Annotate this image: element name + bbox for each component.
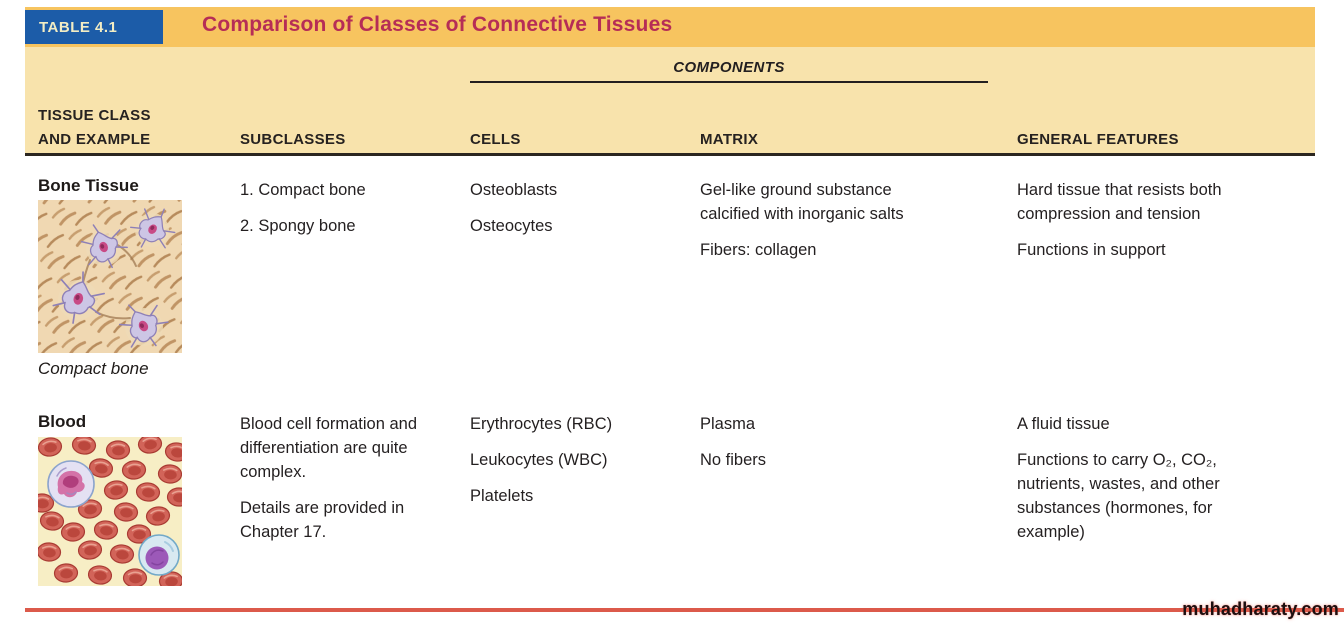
watermark-text: muhadharaty.com bbox=[1182, 599, 1339, 619]
table-number-badge: TABLE 4.1 bbox=[25, 10, 163, 44]
blood-cell-item: Leukocytes (WBC) bbox=[470, 451, 608, 469]
column-header-general-features: GENERAL FEATURES bbox=[1017, 131, 1179, 148]
compact-bone-illustration bbox=[38, 200, 182, 353]
blood-features-cell: A fluid tissue Functions to carry O₂, CO… bbox=[1017, 412, 1275, 544]
column-header-subclasses: SUBCLASSES bbox=[240, 131, 346, 148]
blood-subclass-item: Blood cell formation and differentiation… bbox=[240, 415, 418, 481]
bone-features-cell: Hard tissue that resists both compressio… bbox=[1017, 178, 1275, 262]
bone-matrix-item: Gel-like ground substance calcified with… bbox=[700, 181, 904, 223]
bone-subclass-item: 2. Spongy bone bbox=[240, 217, 356, 235]
footer-red-rule bbox=[25, 608, 1344, 612]
bone-feature-item: Functions in support bbox=[1017, 241, 1166, 259]
row-title-bone-tissue: Bone Tissue bbox=[38, 176, 139, 195]
blood-subclasses-cell: Blood cell formation and differentiation… bbox=[240, 412, 428, 544]
leukocyte-cell bbox=[47, 460, 95, 508]
blood-smear-illustration bbox=[38, 437, 182, 586]
bone-matrix-cell: Gel-like ground substance calcified with… bbox=[700, 178, 948, 262]
components-group-header: COMPONENTS bbox=[673, 59, 785, 76]
bone-cells-cell: Osteoblasts Osteocytes bbox=[470, 178, 685, 238]
leukocyte-cell bbox=[138, 534, 180, 576]
blood-feature-item: A fluid tissue bbox=[1017, 415, 1110, 433]
row-title-blood: Blood bbox=[38, 412, 87, 431]
column-header-matrix: MATRIX bbox=[700, 131, 759, 148]
components-underline bbox=[470, 81, 988, 83]
table-number-label: TABLE 4.1 bbox=[39, 18, 118, 36]
bone-subclass-item: 1. Compact bone bbox=[240, 181, 366, 199]
blood-cells-cell: Erythrocytes (RBC) Leukocytes (WBC) Plat… bbox=[470, 412, 685, 508]
blood-feature-item: Functions to carry O₂, CO₂, nutrients, w… bbox=[1017, 451, 1220, 541]
blood-matrix-item: No fibers bbox=[700, 451, 767, 469]
bone-image-caption: Compact bone bbox=[38, 359, 149, 378]
table-title: Comparison of Classes of Connective Tiss… bbox=[202, 13, 673, 36]
blood-subclass-item: Details are provided in Chapter 17. bbox=[240, 499, 405, 541]
blood-matrix-item: Plasma bbox=[700, 415, 756, 433]
blood-cell-item: Platelets bbox=[470, 487, 534, 505]
bone-feature-item: Hard tissue that resists both compressio… bbox=[1017, 181, 1222, 223]
bone-subclasses-cell: 1. Compact bone 2. Spongy bone bbox=[240, 178, 430, 238]
column-header-tissue-class: TISSUE CLASS AND EXAMPLE bbox=[38, 107, 151, 148]
table-header-bar bbox=[25, 7, 1315, 47]
blood-matrix-cell: Plasma No fibers bbox=[700, 412, 948, 472]
column-header-cells: CELLS bbox=[470, 131, 521, 148]
blood-cell-item: Erythrocytes (RBC) bbox=[470, 415, 613, 433]
bone-matrix-item: Fibers: collagen bbox=[700, 241, 817, 259]
column-header-panel bbox=[25, 47, 1315, 156]
bone-cell-item: Osteocytes bbox=[470, 217, 553, 235]
bone-cell-item: Osteoblasts bbox=[470, 181, 558, 199]
